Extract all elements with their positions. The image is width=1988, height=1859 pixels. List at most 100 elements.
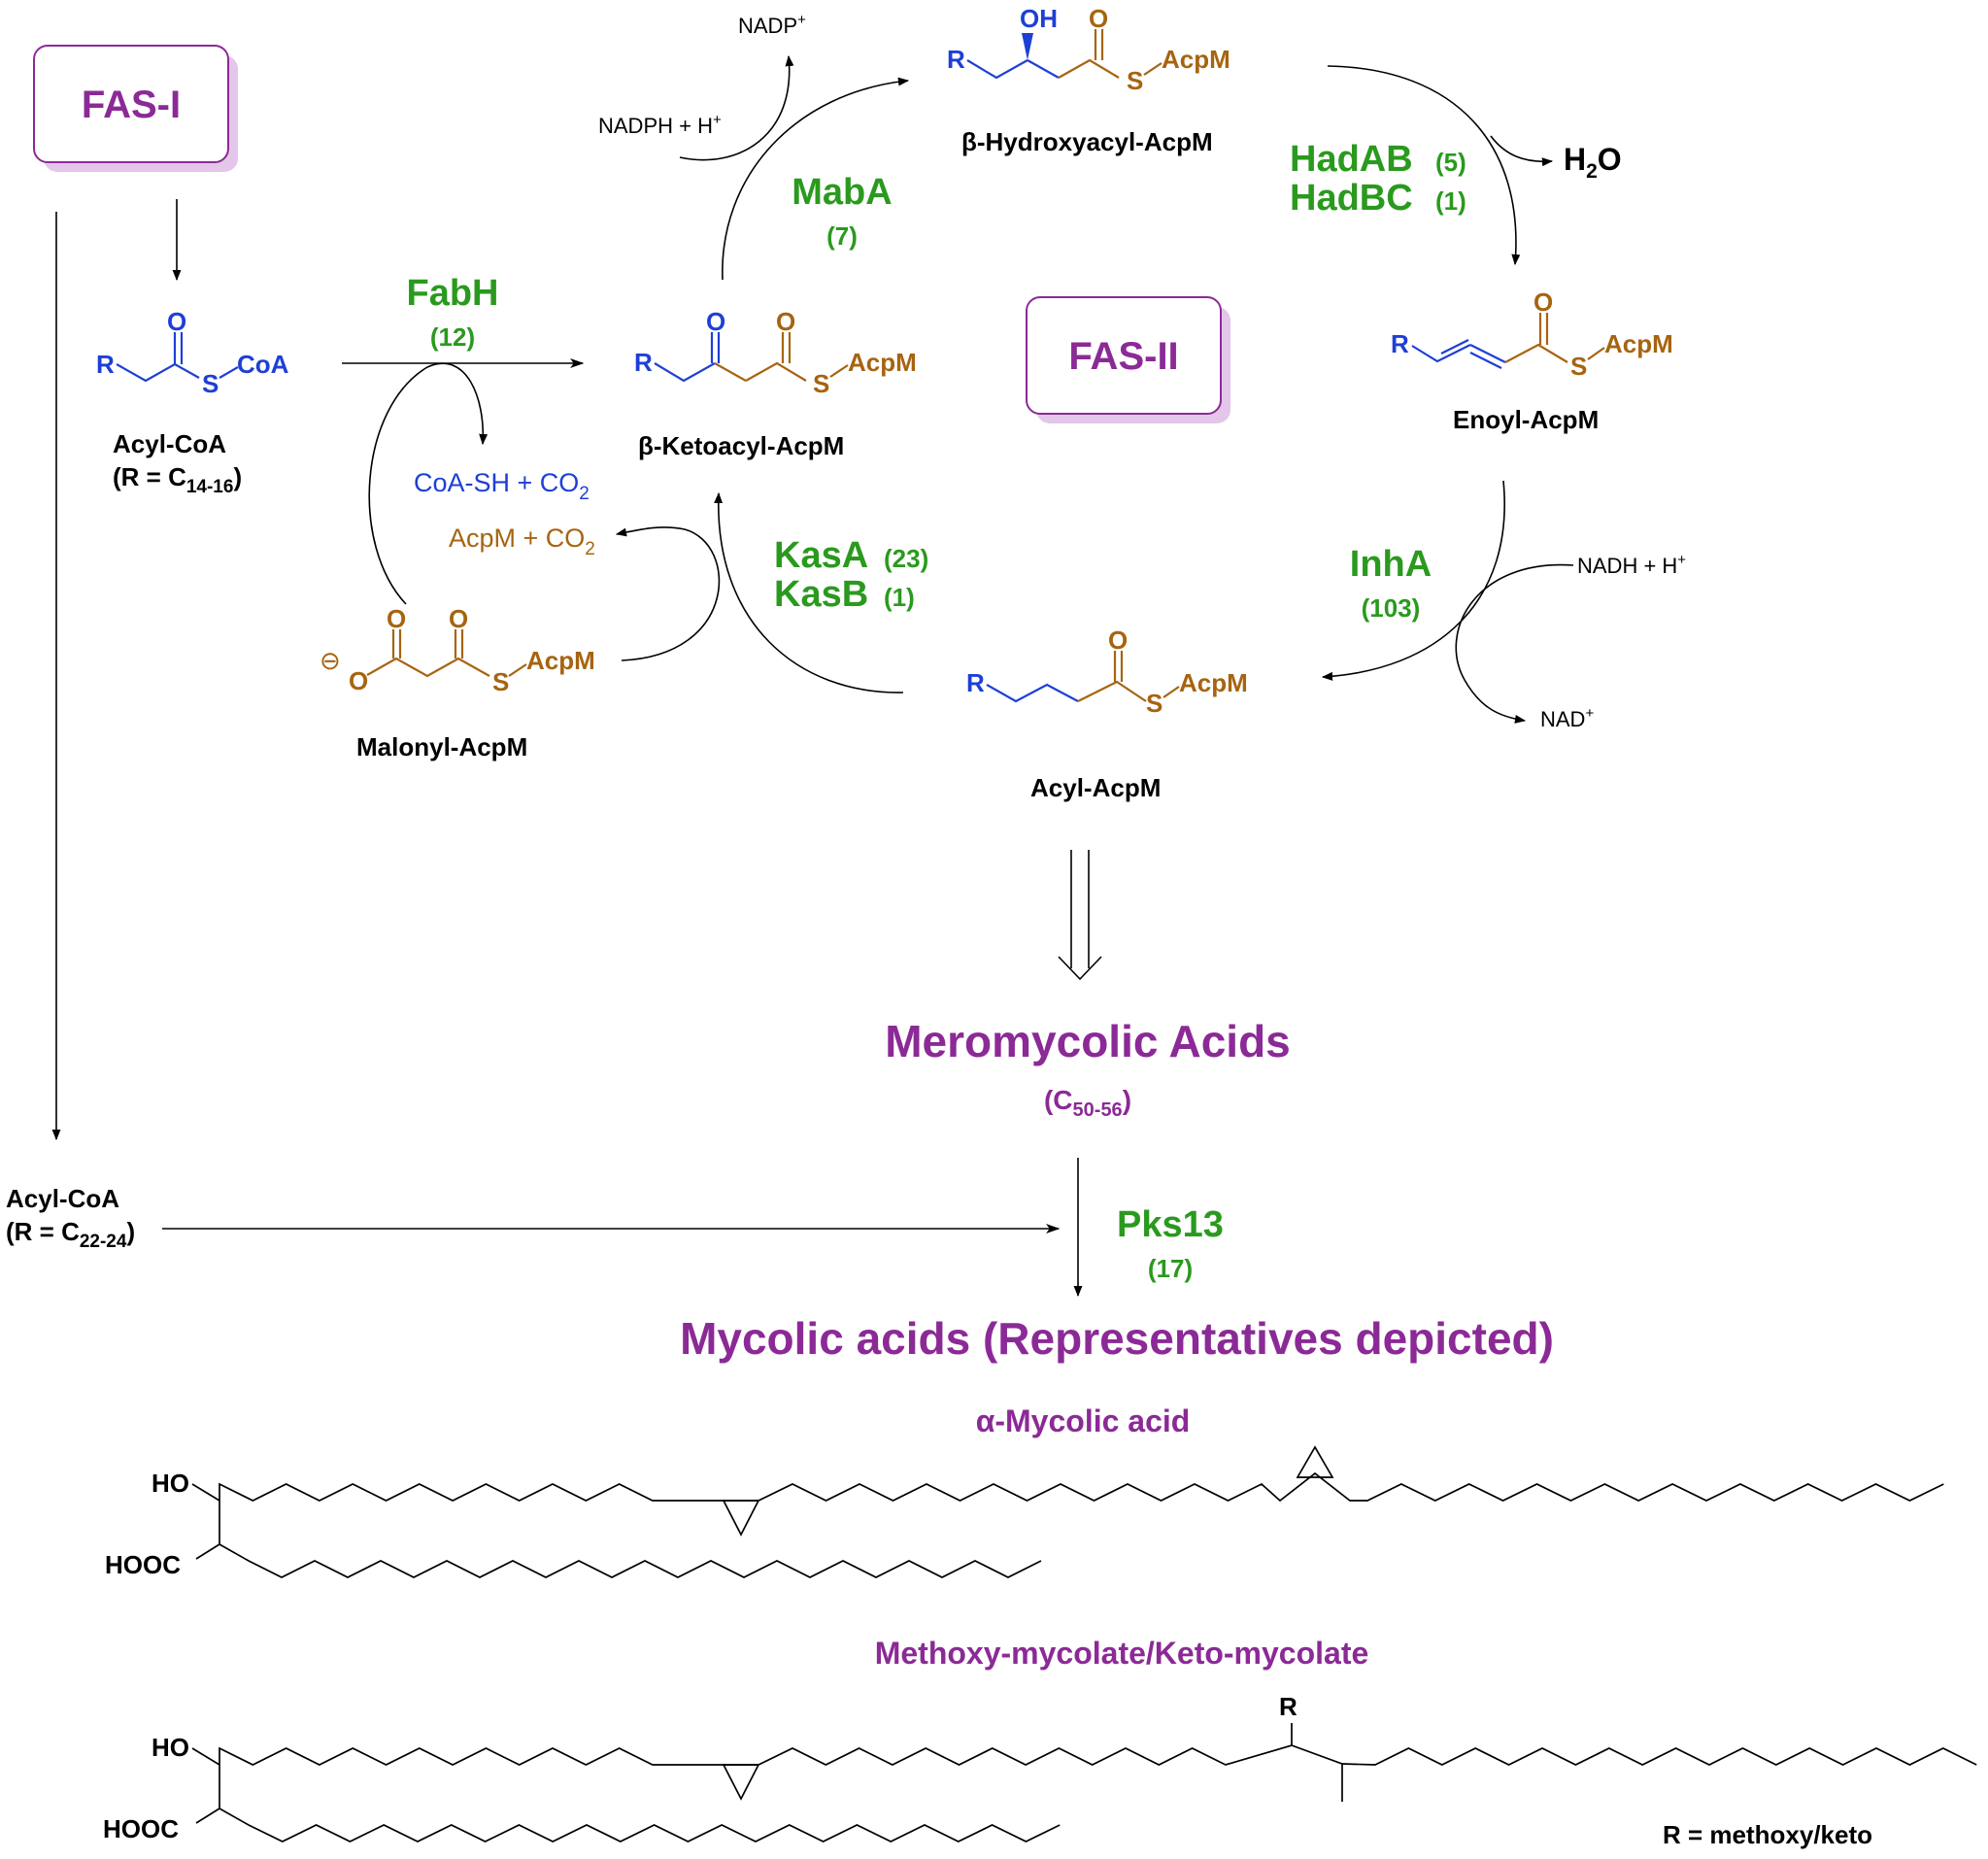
fas1-box-frame [33,45,229,163]
methoxy-upper-chain [219,1744,1977,1766]
o-label: O [776,307,795,336]
o-label: O [449,604,468,633]
acyl-coa-top-formula: (R = C14-16) [113,462,242,497]
acpm-co2-label: AcpM + CO2 [449,524,595,559]
s-label: S [813,369,829,398]
o-minus-charge: ⊖ [320,646,341,675]
fabh-enzyme: FabH [407,273,499,314]
hooc-label: HOOC [105,1550,181,1579]
r-definition: R = methoxy/keto [1663,1820,1872,1849]
enoyl-name: Enoyl-AcpM [1453,405,1599,434]
fas1-label: FAS-I [82,84,181,126]
r-label: R [947,45,965,74]
r-label: R [634,348,653,377]
alpha-mycolic-structure [191,1445,1944,1578]
fas2-box: FAS-II [1026,296,1230,423]
r-label: R [1391,329,1409,358]
acpm-label: AcpM [1179,668,1248,697]
hadbc-enzyme: HadBC [1290,178,1413,219]
fas2-label: FAS-II [1068,335,1178,378]
maba-arrow [722,77,910,281]
o-label: O [1089,4,1108,33]
kasa-count: (23) [884,544,928,573]
s-label: S [492,667,509,696]
kasa-enzyme: KasA [774,535,868,576]
double-arrow [1058,850,1102,981]
maba-enzyme: MabA [792,172,892,213]
methoxy-lower-chain [219,1808,1061,1842]
methoxy-keto-title: Methoxy-mycolate/Keto-mycolate [875,1636,1369,1671]
s-label: S [202,369,219,398]
ho-label: HO [152,1733,189,1762]
beta-ketoacyl-structure: R O O S AcpM [634,307,917,398]
ho-label: HO [152,1469,189,1498]
fabh-side-arrow [368,362,489,605]
kasb-count: (1) [884,583,915,612]
acpm-label: AcpM [848,348,917,377]
coa-label: CoA [237,350,289,379]
s-label: S [1570,352,1587,381]
mycolic-title: Mycolic acids (Representatives depicted) [680,1313,1554,1364]
hadab-count: (5) [1435,148,1466,177]
hooc-label: HOOC [103,1814,179,1843]
malonyl-acpm-structure: ⊖ O O O S AcpM [320,604,595,696]
nadh-side-arrow [1455,563,1574,724]
pks13-enzyme: Pks13 [1117,1204,1224,1245]
acyl-coa-left-name: Acyl-CoA [6,1184,119,1213]
cyclopropane-ring [722,1764,760,1801]
r-label: R [966,668,985,697]
coash-co2-label: CoA-SH + CO2 [414,468,590,504]
alpha-mycolic-title: α-Mycolic acid [976,1403,1191,1438]
acpm-label: AcpM [1604,329,1673,358]
r-label: R [96,350,115,379]
fas2-box-frame [1026,296,1222,415]
s-label: S [1146,689,1162,718]
r-substituent-label: R [1279,1692,1297,1721]
kasb-enzyme: KasB [774,574,868,615]
meromycolic-title: Meromycolic Acids [885,1016,1291,1066]
had-arrow [1327,65,1521,266]
alpha-upper-chain [219,1471,1944,1503]
acyl-acpm-name: Acyl-AcpM [1030,773,1161,802]
nadph-side-arrow [679,54,794,161]
acpm-label: AcpM [526,646,595,675]
hadbc-count: (1) [1435,186,1466,216]
pks13-count: (17) [1148,1254,1193,1283]
enoyl-structure: R O S AcpM [1391,287,1673,381]
cyclopropane-ring [722,1500,760,1537]
acyl-coa-left-formula: (R = C22-24) [6,1217,135,1252]
kas-side-arrow [615,526,721,661]
beta-hydroxyacyl-structure: R OH O S AcpM [947,4,1230,95]
s-label: S [1127,66,1143,95]
o-label: O [706,307,725,336]
nadh-label: NADH + H+ [1577,552,1686,578]
kas-arrow [714,491,904,693]
o-label: O [1108,625,1128,655]
h2o-side-arrow [1490,135,1554,167]
fabh-count: (12) [430,322,475,352]
o-label: O [349,666,368,695]
hadab-enzyme: HadAB [1290,139,1413,180]
cyclopropane-ring [1296,1445,1334,1478]
o-label: O [1533,287,1553,317]
methoxy-mycolate-structure [191,1723,1977,1842]
malonyl-name: Malonyl-AcpM [356,732,527,761]
nadph-label: NADPH + H+ [598,112,722,138]
inha-count: (103) [1362,593,1421,623]
inha-enzyme: InhA [1350,544,1432,585]
nadp-label: NADP+ [738,12,806,38]
acyl-coa-top-name: Acyl-CoA [113,429,226,458]
fas1-box: FAS-I [33,45,238,172]
oh-label: OH [1020,4,1058,33]
h2o-label: H2O [1564,142,1622,183]
acyl-acpm-structure: R O S AcpM [966,625,1248,718]
maba-count: (7) [826,221,858,251]
wedge-bond [1022,33,1033,60]
acyl-coa-structure: R O S CoA [96,307,289,398]
alpha-lower-chain [219,1543,1042,1578]
o-label: O [167,307,186,336]
nad-label: NAD+ [1540,705,1594,731]
acpm-label: AcpM [1162,45,1230,74]
meromycolic-carbons: (C50-56) [1044,1085,1131,1121]
